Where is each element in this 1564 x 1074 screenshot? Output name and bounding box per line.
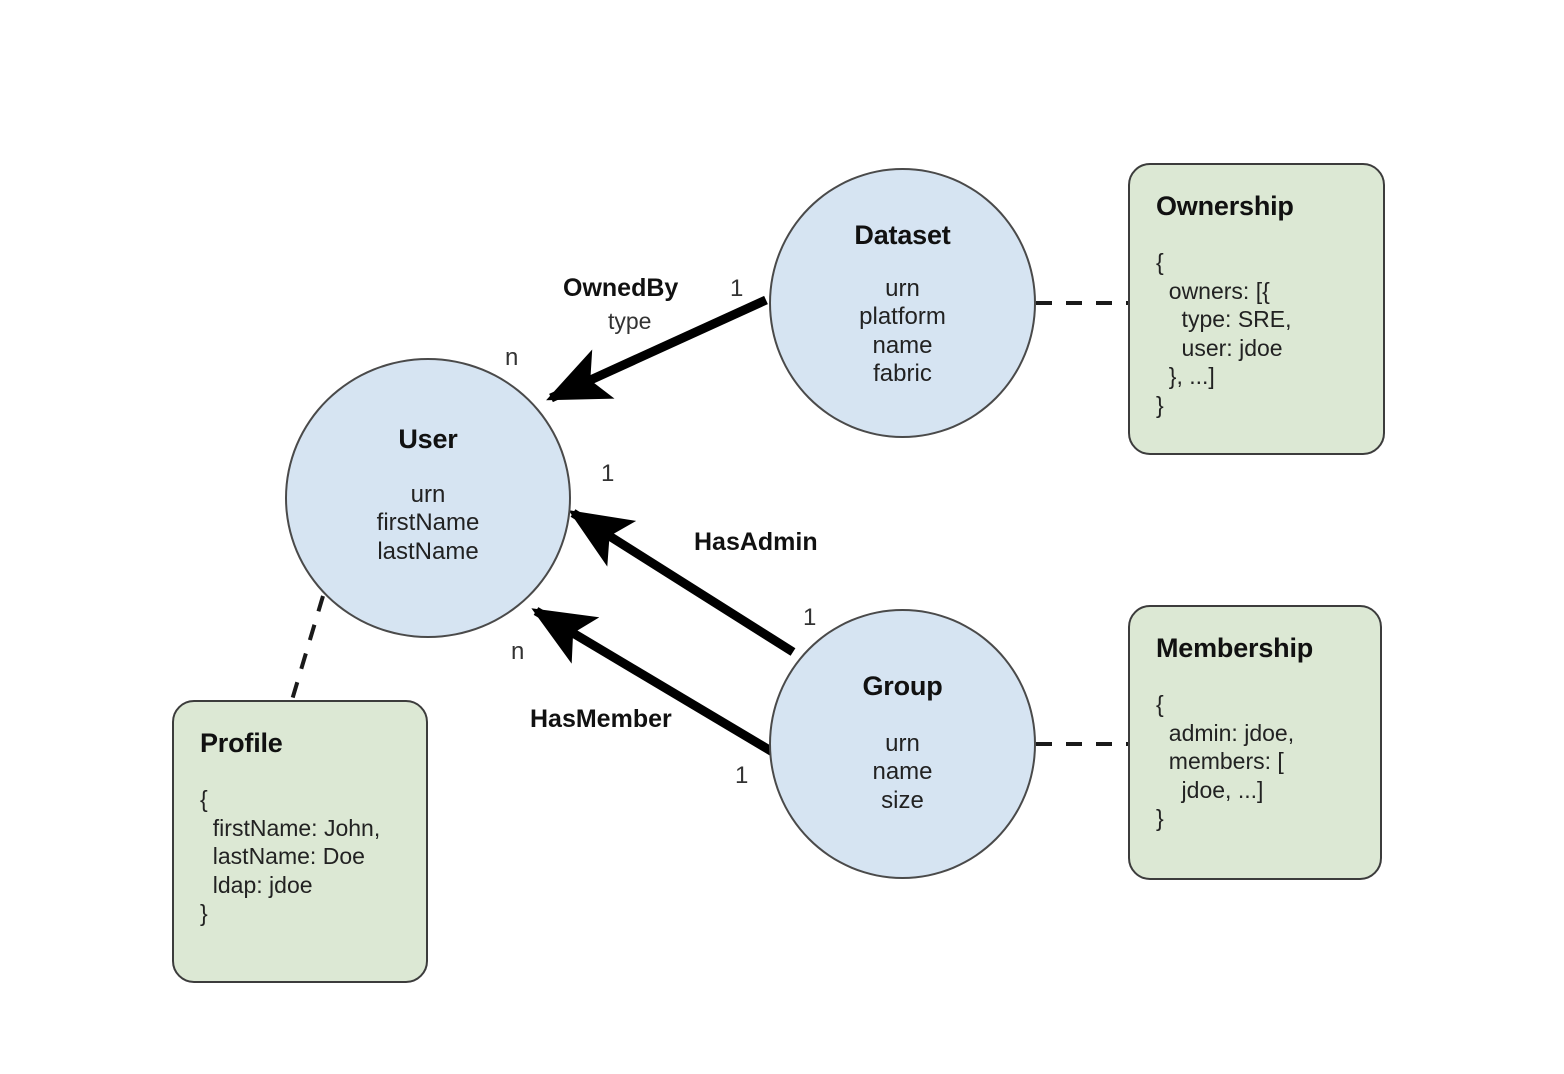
cardinality-has-member-target: n: [511, 638, 525, 665]
attribute: name: [872, 758, 933, 786]
aspect-line: owners: [{: [1156, 277, 1270, 304]
aspect-line: firstName: John,: [200, 814, 381, 841]
aspect-ownership[interactable]: Ownership { owners: [{ type: SRE, user: …: [1128, 163, 1385, 455]
cardinality-owned-by-target: n: [505, 344, 519, 371]
edge-has-admin: [568, 509, 796, 656]
aspect-membership[interactable]: Membership { admin: jdoe, members: [ jdo…: [1128, 605, 1382, 880]
aspect-ownership-title: Ownership: [1156, 191, 1294, 221]
entity-group[interactable]: Group urn name size: [769, 609, 1036, 879]
entity-user[interactable]: User urn firstName lastName: [285, 358, 571, 638]
entity-dataset-title: Dataset: [854, 220, 951, 250]
edge-has-member: [531, 607, 779, 758]
edge-label-has-admin: HasAdmin: [694, 528, 818, 556]
entity-group-attributes: urn name size: [872, 730, 932, 815]
aspect-profile-body: { firstName: John, lastName: Doe ldap: j…: [200, 785, 426, 928]
cardinality-owned-by-source: 1: [730, 275, 744, 302]
aspect-line: {: [1156, 691, 1164, 717]
aspect-membership-body: { admin: jdoe, members: [ jdoe, ...] }: [1156, 690, 1380, 833]
aspect-line: }: [1156, 805, 1164, 832]
edge-sublabel-owned-by-type: type: [608, 308, 652, 334]
entity-user-title: User: [398, 424, 458, 454]
aspect-line: }: [200, 900, 208, 927]
aspect-line: lastName: Doe: [200, 843, 365, 870]
attribute: urn: [885, 730, 920, 757]
attribute: fabric: [873, 359, 932, 387]
aspect-line: jdoe, ...]: [1156, 776, 1264, 803]
edge-owned-by: [546, 295, 768, 403]
attribute: urn: [885, 275, 920, 302]
entity-dataset[interactable]: Dataset urn platform name fabric: [769, 168, 1036, 438]
edge-user-profile: [290, 595, 325, 701]
edge-label-owned-by: OwnedBy: [563, 274, 679, 302]
aspect-line: }, ...]: [1156, 363, 1215, 390]
attribute: urn: [410, 481, 446, 508]
attribute: size: [881, 786, 924, 814]
aspect-line: members: [: [1156, 748, 1284, 775]
aspect-line: user: jdoe: [1156, 334, 1283, 361]
entity-group-title: Group: [862, 671, 943, 701]
entity-user-attributes: urn firstName lastName: [377, 481, 480, 566]
attribute: firstName: [376, 509, 480, 537]
cardinality-has-admin-target: 1: [601, 460, 615, 487]
cardinality-has-admin-source: 1: [803, 604, 817, 631]
attribute: platform: [859, 303, 946, 331]
aspect-membership-title: Membership: [1156, 633, 1314, 663]
aspect-line: }: [1156, 391, 1164, 418]
aspect-profile-title: Profile: [200, 728, 283, 758]
aspect-line: {: [1156, 249, 1164, 275]
aspect-ownership-body: { owners: [{ type: SRE, user: jdoe }, ..…: [1156, 248, 1383, 419]
entity-dataset-attributes: urn platform name fabric: [859, 275, 946, 388]
aspect-line: admin: jdoe,: [1156, 719, 1295, 746]
attribute: name: [872, 331, 933, 359]
aspect-profile[interactable]: Profile { firstName: John, lastName: Doe…: [172, 700, 428, 983]
cardinality-has-member-source: 1: [735, 762, 749, 789]
aspect-line: ldap: jdoe: [200, 871, 313, 898]
aspect-line: {: [200, 786, 208, 812]
edge-label-has-member: HasMember: [530, 705, 672, 733]
aspect-line: type: SRE,: [1156, 306, 1292, 333]
attribute: lastName: [377, 537, 479, 565]
